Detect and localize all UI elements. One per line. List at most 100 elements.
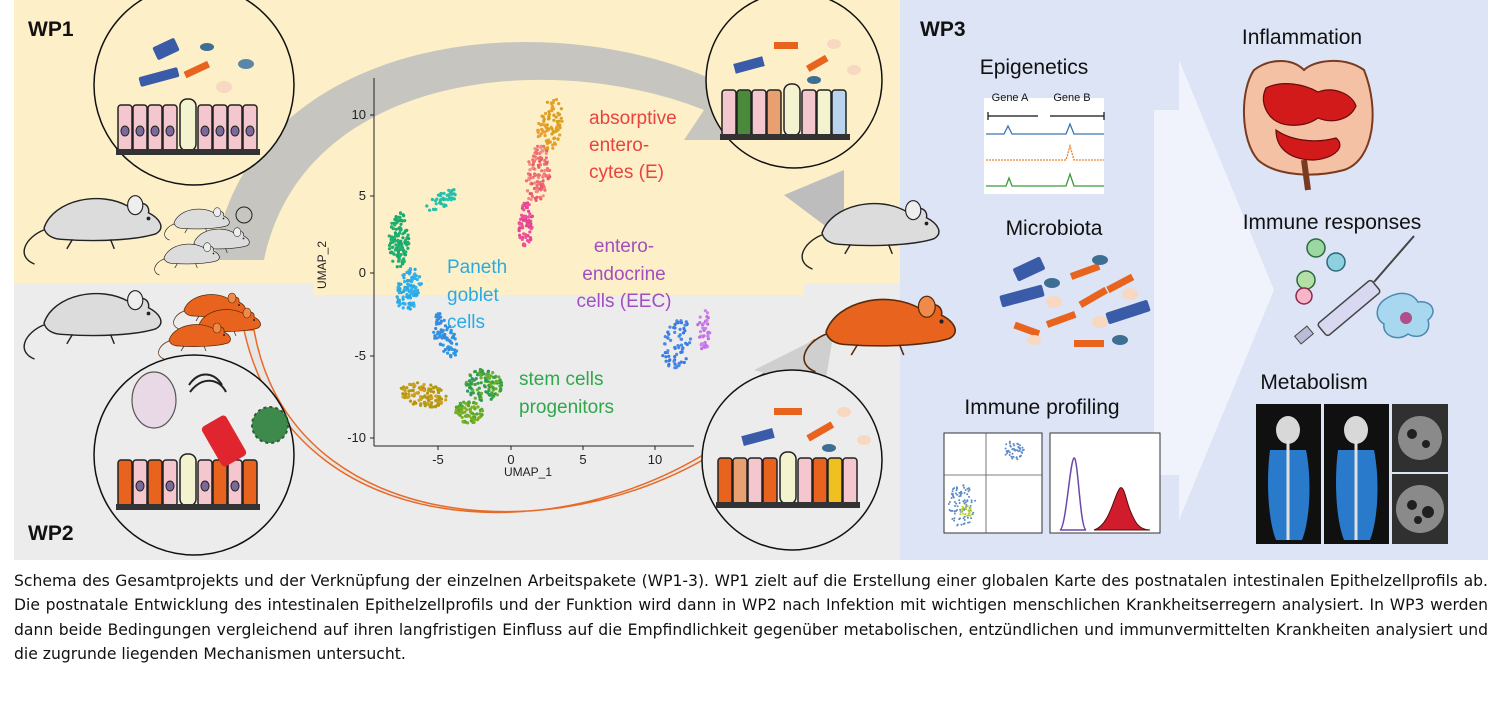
flow-dot <box>1008 440 1011 443</box>
umap-point <box>396 259 401 263</box>
umap-point <box>445 338 449 342</box>
umap-point <box>466 404 470 408</box>
umap-point <box>537 121 541 126</box>
flow-dot <box>953 519 956 522</box>
umap-point <box>439 400 444 404</box>
umap-point <box>435 332 440 336</box>
inflammation-title: Inflammation <box>1242 26 1362 49</box>
umap-point <box>419 388 423 392</box>
wp3-label: WP3 <box>920 18 966 41</box>
umap-point <box>546 117 551 121</box>
umap-point <box>665 335 669 339</box>
umap-point <box>534 198 538 202</box>
umap-point <box>428 208 432 212</box>
umap-point <box>535 185 539 189</box>
umap-point <box>538 187 542 191</box>
umap-point <box>449 346 453 350</box>
flow-dot <box>959 517 961 520</box>
umap-point <box>426 391 430 395</box>
umap-point <box>389 241 393 245</box>
zoom-marker-wp1 <box>235 206 253 224</box>
umap-xtick: 0 <box>507 452 514 467</box>
flow-dot <box>964 489 967 491</box>
umap-point <box>540 128 544 132</box>
umap-point <box>664 355 668 359</box>
flow-dot <box>1016 449 1018 452</box>
umap-point <box>403 219 407 223</box>
flow-dot <box>958 499 961 502</box>
umap-point <box>523 233 528 237</box>
umap-point <box>439 330 443 334</box>
umap-point <box>408 382 412 386</box>
umap-point <box>389 235 394 239</box>
flow-dot <box>958 495 961 498</box>
intestine-icon <box>1242 59 1374 191</box>
umap-point <box>399 222 403 226</box>
umap-point <box>407 290 412 294</box>
syringe-icon <box>1293 235 1415 345</box>
flow-dot <box>951 490 954 493</box>
flow-dot <box>948 501 951 503</box>
umap-point <box>534 157 538 161</box>
umap-point <box>478 373 482 377</box>
flow-dot <box>966 487 969 490</box>
umap-point <box>498 378 502 382</box>
umap-point <box>405 396 410 400</box>
umap-point <box>439 388 443 392</box>
flow-dot <box>962 517 965 520</box>
umap-point <box>538 155 543 159</box>
flow-dot <box>970 501 973 504</box>
umap-point <box>554 115 558 119</box>
umap-point <box>396 239 400 244</box>
umap-point <box>394 243 398 247</box>
umap-point <box>447 188 451 192</box>
label-line: entero- <box>589 135 649 156</box>
umap-point <box>468 386 472 390</box>
epigenetics-title: Epigenetics <box>980 56 1089 79</box>
umap-point <box>413 272 417 276</box>
umap-point <box>439 202 443 206</box>
flow-dot <box>1006 452 1009 455</box>
umap-point <box>410 278 414 282</box>
immune-responses-title: Immune responses <box>1243 211 1422 234</box>
umap-point <box>528 168 532 172</box>
umap-point <box>422 400 427 404</box>
umap-point <box>433 334 437 338</box>
umap-point <box>443 336 447 340</box>
umap-point <box>412 304 416 308</box>
umap-point <box>535 151 539 155</box>
umap-point <box>397 298 401 302</box>
umap-point <box>519 217 523 221</box>
umap-point <box>661 354 665 358</box>
umap-point <box>666 349 670 353</box>
label-line: endocrine <box>582 264 665 285</box>
umap-point <box>419 395 423 399</box>
umap-point <box>387 247 392 251</box>
umap-point <box>434 326 438 331</box>
umap-point <box>390 245 394 249</box>
flow-dot <box>963 486 966 489</box>
umap-point <box>432 330 436 334</box>
umap-point <box>528 162 532 166</box>
gene-b-label: Gene B <box>1053 92 1090 104</box>
umap-point <box>499 381 503 385</box>
flow-dot <box>1019 444 1021 447</box>
umap-point <box>491 371 495 375</box>
umap-point <box>521 204 525 208</box>
umap-point <box>408 399 413 403</box>
label-line: progenitors <box>519 397 614 418</box>
umap-point <box>413 276 417 281</box>
umap-point <box>452 197 456 201</box>
umap-point <box>444 197 448 201</box>
umap-point <box>523 217 528 222</box>
flow-dot <box>1015 456 1018 459</box>
umap-point <box>442 349 446 353</box>
umap-point <box>452 332 456 336</box>
umap-point <box>683 329 687 333</box>
umap-point <box>391 251 395 255</box>
umap-point <box>698 321 702 325</box>
umap-point <box>417 282 421 286</box>
umap-point <box>430 401 434 405</box>
umap-point <box>412 284 416 288</box>
flow-dot <box>969 505 972 507</box>
